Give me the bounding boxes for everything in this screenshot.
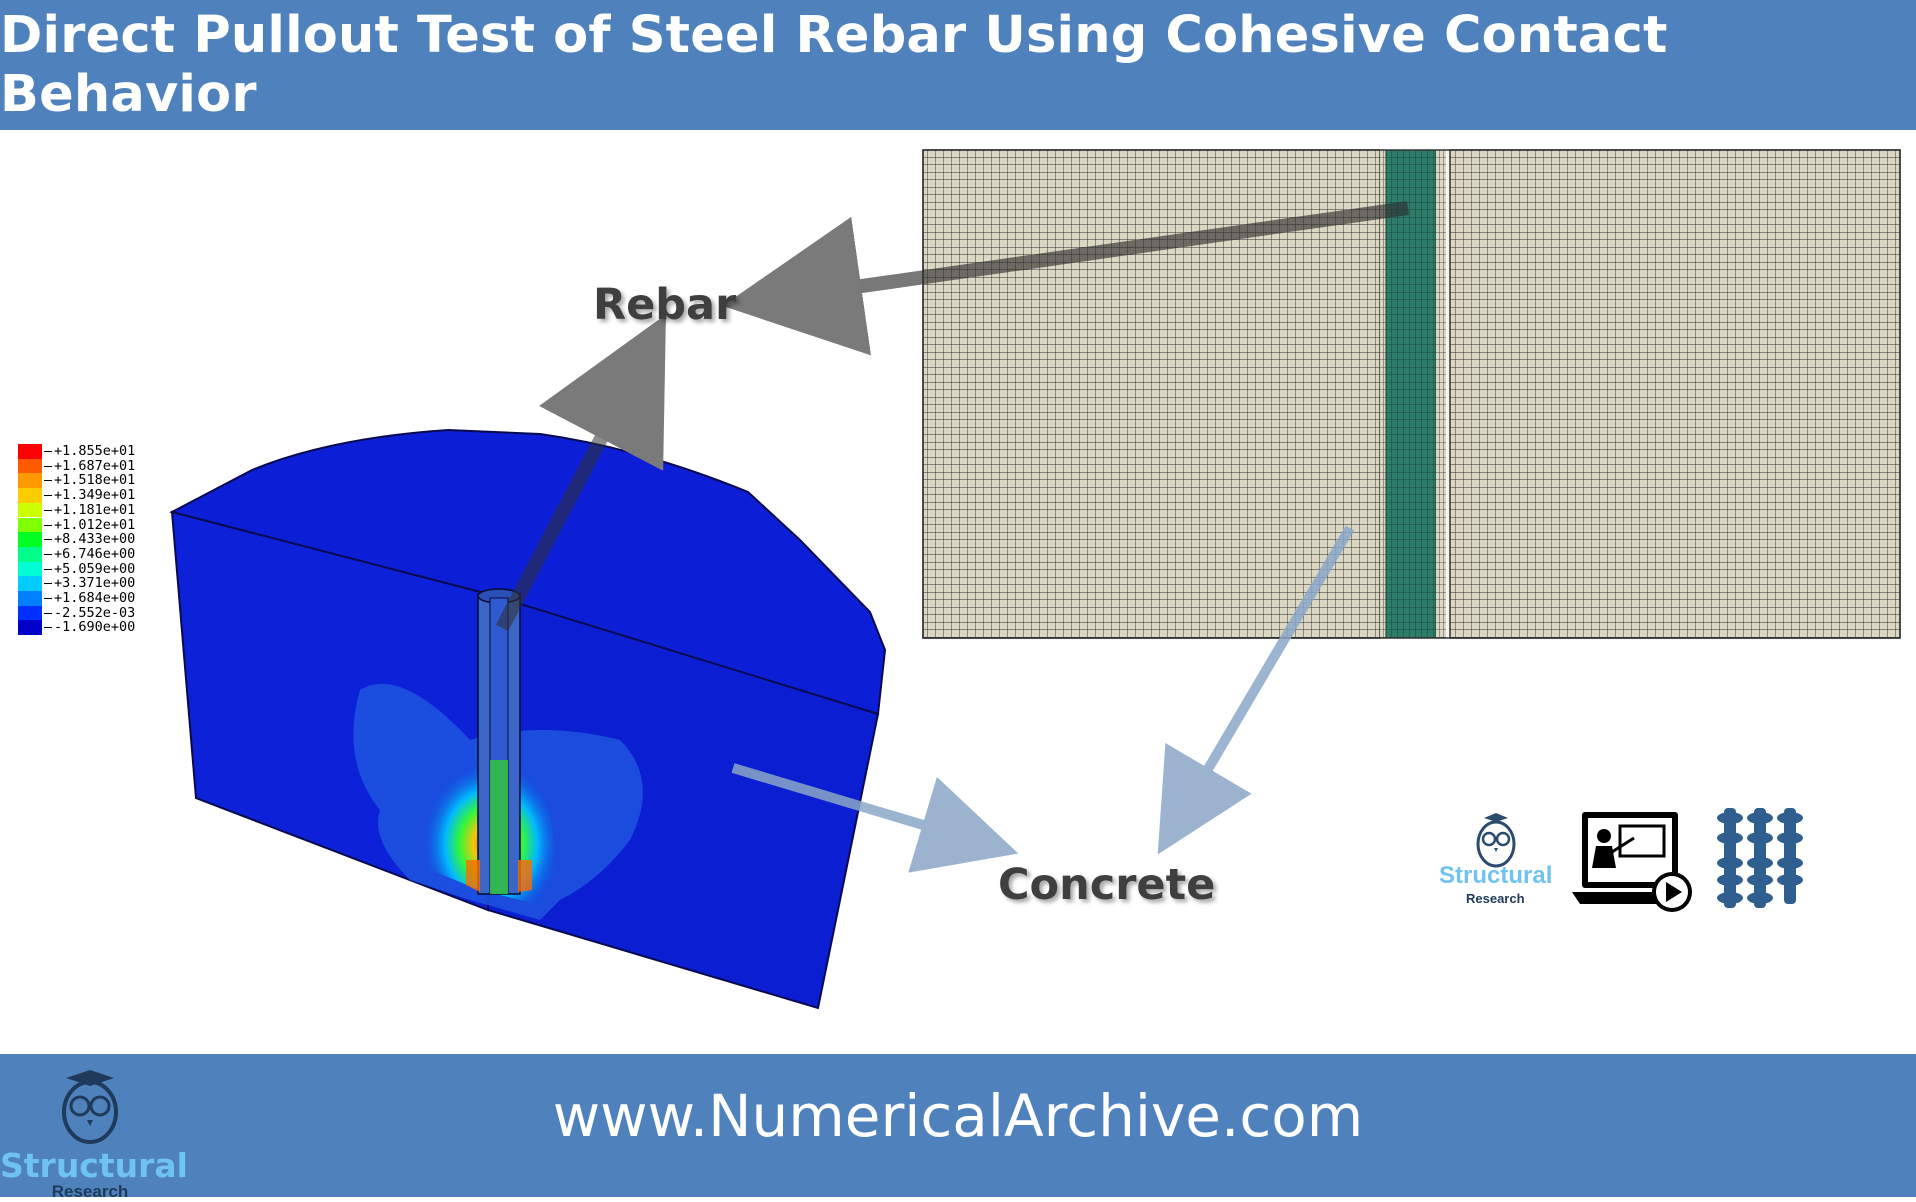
mesh-rebar-column [1385,149,1437,639]
legend-tick [44,524,52,526]
mesh-right-region [1449,149,1901,639]
arrow-concrete-from-mesh [1157,525,1355,855]
arrow-concrete-from-model [731,763,1019,873]
legend-swatch [18,444,42,459]
legend-tick [44,451,52,452]
footer-brand: Structural [0,1146,188,1185]
diagram-canvas [169,149,1901,1010]
footer-brand-sub: Research [51,1182,129,1201]
arrow-rebar-from-mesh [722,201,1409,356]
legend-tick [44,509,52,511]
legend-swatch [18,473,42,489]
header-banner: Direct Pullout Test of Steel Rebar Using… [0,0,1916,130]
legend-label: +1.518e+01 [54,472,136,489]
owl-icon [1476,813,1516,868]
concrete-label: Concrete [998,860,1216,910]
legend-tick [44,612,52,614]
legend-label: +1.012e+01 [54,516,136,533]
legend-tick [44,553,52,555]
legend-label: -2.552e-03 [54,604,136,621]
legend-label: +1.687e+01 [54,457,136,474]
presentation-video-icon [1572,808,1696,912]
concrete-model-3d [169,428,887,1010]
legend-tick [44,539,52,541]
legend-label: +6.746e+00 [54,545,136,562]
structural-research-logo: Structural Research [1436,810,1556,910]
rebar-bars-icon [1716,808,1806,912]
arrow-rebar-from-model [495,314,666,632]
legend-label: +8.433e+00 [54,531,136,548]
legend-swatch [18,605,42,621]
legend-swatch [18,591,42,606]
legend-label: +3.371e+00 [54,575,136,592]
legend-swatch [18,517,42,533]
legend-swatch [18,502,42,518]
stress-legend: +1.855e+01+1.687e+01+1.518e+01+1.349e+01… [16,443,176,636]
page-title: Direct Pullout Test of Steel Rebar Using… [0,6,1668,124]
legend-swatch [18,488,42,503]
legend-tick [44,495,52,497]
legend-tick [44,598,52,599]
legend-tick [44,480,52,482]
legend-label: +1.855e+01 [54,443,136,459]
legend-swatch [18,458,42,474]
legend-swatch [18,561,42,577]
legend-tick [44,583,52,585]
rebar-label: Rebar [593,280,737,330]
rebar-stressed-section [490,760,508,894]
website-link[interactable]: www.NumericalArchive.com [552,1082,1364,1150]
legend-swatch [18,546,42,562]
legend-tick [44,568,52,570]
legend-label: -1.690e+00 [54,619,136,636]
legend-swatch [18,576,42,591]
legend-label: +1.684e+00 [54,590,136,606]
footer-banner: Structural Research www.NumericalArchive… [0,1054,1916,1201]
legend-label: +1.349e+01 [54,487,136,504]
owl-icon [62,1070,118,1144]
legend-tick [44,627,52,629]
legend-tick [44,465,52,467]
legend-swatch [18,620,42,636]
legend-label: +5.059e+00 [54,560,136,577]
mesh-panel [922,149,1901,639]
legend-swatch [18,532,42,547]
footer-logo: Structural Research [0,1064,188,1201]
legend-label: +1.181e+01 [54,501,136,518]
